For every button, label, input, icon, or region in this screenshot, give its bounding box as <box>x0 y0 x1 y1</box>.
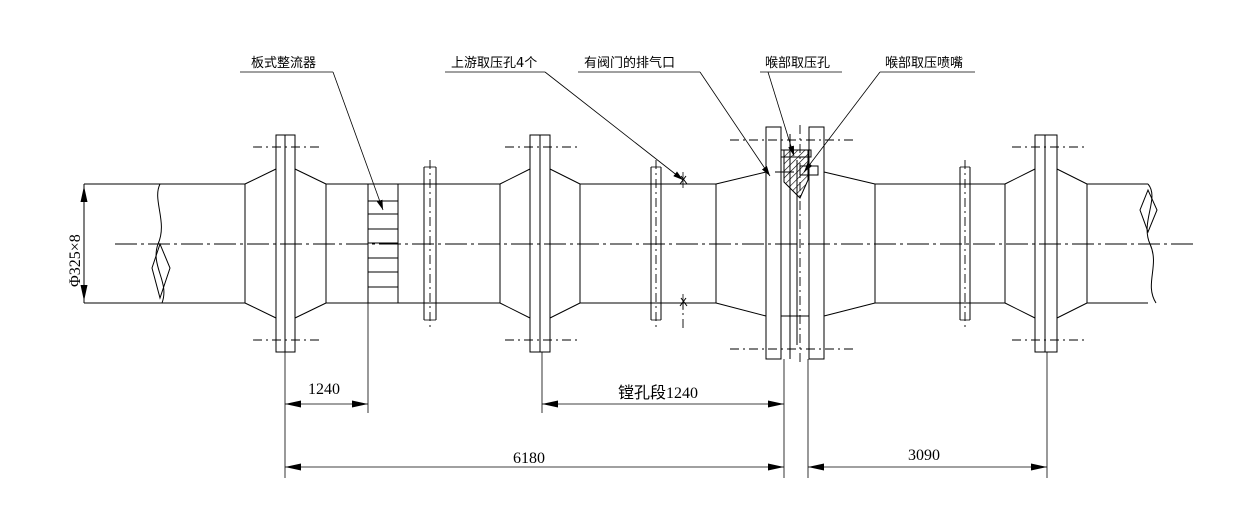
straightener-section <box>326 160 501 328</box>
dim-3090-label: 3090 <box>908 447 940 464</box>
dim-1240: 1240 <box>285 381 368 408</box>
expander-1 <box>294 168 327 319</box>
throat-pressure-nozzle <box>780 149 819 199</box>
label-plate-straightener: 板式整流器 <box>251 56 316 71</box>
coupling-1 <box>423 160 437 328</box>
dim-3090: 3090 <box>808 447 1047 471</box>
leader-vent-valve <box>578 71 771 177</box>
label-throat-nozzle: 喉部取压喷嘴 <box>885 56 963 71</box>
leader-plate-straightener <box>240 71 384 211</box>
label-vent-valve: 有阀门的排气口 <box>584 55 675 71</box>
upstream-pressure-tap-top <box>679 172 688 188</box>
bore-section <box>580 160 717 330</box>
outlet-pipe <box>1087 183 1158 304</box>
label-throat-tap: 喉部取压孔 <box>765 56 830 71</box>
reducer-3 <box>1004 168 1036 319</box>
flange-2 <box>505 134 578 353</box>
label-upstream-taps: 上游取压孔4个 <box>451 56 537 71</box>
coupling-2 <box>650 160 662 328</box>
leader-upstream-taps <box>445 71 684 181</box>
inlet-pipe <box>83 183 245 304</box>
inlet-reducer <box>244 168 277 319</box>
flange-3 <box>1012 134 1085 353</box>
diverging-cone <box>823 171 876 317</box>
throat-flange-assembly <box>730 125 857 366</box>
dim-6180-label: 6180 <box>513 450 545 467</box>
coupling-3 <box>959 160 971 328</box>
extension-lines <box>284 303 1048 478</box>
dim-bore-section: 镗孔段1240 <box>542 384 784 408</box>
expander-3 <box>1056 168 1088 319</box>
downstream-section <box>875 160 1006 328</box>
plate-straightener <box>368 200 398 288</box>
upstream-pressure-tap-bottom <box>679 294 688 310</box>
pipe-diameter-dimension: Φ325×8 <box>67 186 88 301</box>
leader-throat-tap <box>760 71 842 157</box>
leader-throat-nozzle <box>803 71 975 173</box>
dim-bore-section-label: 镗孔段1240 <box>618 384 698 402</box>
pipe-spec-label: Φ325×8 <box>67 234 84 287</box>
converging-cone <box>715 171 767 317</box>
dim-6180: 6180 <box>285 450 784 471</box>
expander-2 <box>549 168 581 319</box>
dim-1240-label: 1240 <box>308 381 340 398</box>
flange-1 <box>253 134 320 353</box>
reducer-2 <box>499 168 531 319</box>
